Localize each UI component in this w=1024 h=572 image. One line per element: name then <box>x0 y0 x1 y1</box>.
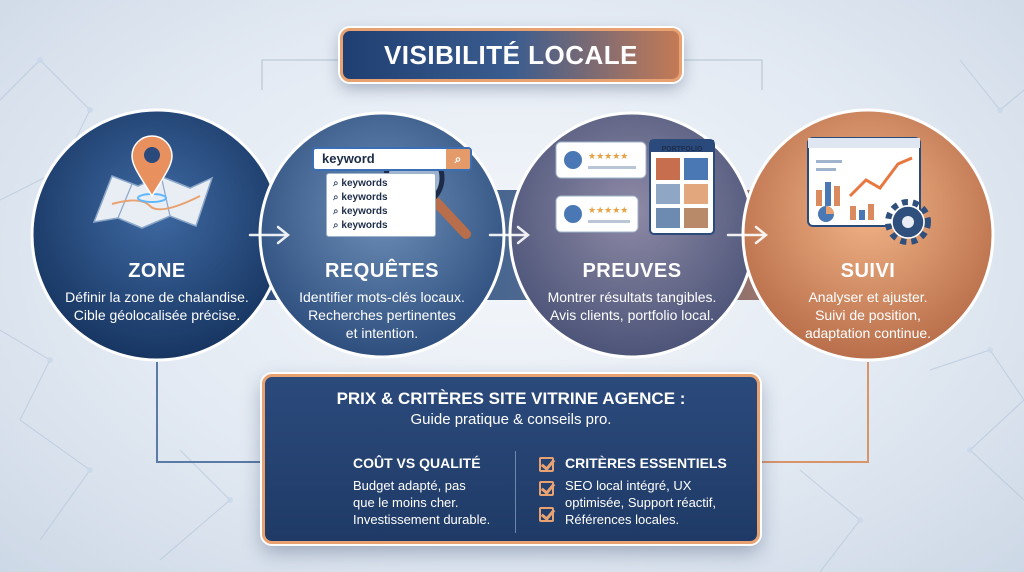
search-input: keyword ⌕ <box>312 147 472 171</box>
arrow-right-icon <box>488 225 531 245</box>
checkbox-icon <box>539 507 554 522</box>
cost-quality-text: Budget adapté, pas que le moins cher. In… <box>353 478 491 527</box>
panel-title: PRIX & CRITÈRES SITE VITRINE AGENCE : <box>336 389 686 408</box>
analytics-dashboard-icon <box>807 137 921 227</box>
review-card-icon: ★★★★★ <box>555 195 639 233</box>
gear-icon <box>885 199 931 245</box>
page-title: VISIBILITÉ LOCALE <box>383 39 639 70</box>
svg-text:★★★★★: ★★★★★ <box>588 206 628 216</box>
step-title-zone: ZONE <box>128 260 186 282</box>
step-text-requetes: Identifier mots-clés locaux. Recherches … <box>299 289 465 341</box>
suggestion-item: keywords <box>333 191 429 205</box>
review-card-icon: ★★★★★ <box>555 141 647 179</box>
panel-divider <box>515 451 516 533</box>
map-pin-icon <box>92 135 214 229</box>
pricing-panel: PRIX & CRITÈRES SITE VITRINE AGENCE : Gu… <box>262 374 760 544</box>
title-badge: VISIBILITÉ LOCALE <box>340 28 682 82</box>
cost-quality-heading: COÛT VS QUALITÉ <box>353 455 481 471</box>
checkbox-icon <box>539 457 554 472</box>
criteria-text: SEO local intégré, UX optimisée, Support… <box>565 478 717 527</box>
panel-subtitle: Guide pratique & conseils pro. <box>410 411 612 428</box>
step-text-preuves: Montrer résultats tangibles. Avis client… <box>547 289 717 323</box>
suggestion-item: keywords <box>333 177 429 191</box>
search-query: keyword <box>322 151 375 166</box>
step-title-requetes: REQUÊTES <box>324 260 440 282</box>
portfolio-icon <box>649 139 715 235</box>
svg-text:★★★★★: ★★★★★ <box>588 152 628 162</box>
step-title-suivi: SUIVI <box>840 260 896 282</box>
step-text-suivi: Analyser et ajuster. Suivi de position, … <box>804 289 932 341</box>
suggestion-list: keywords keywords keywords keywords <box>326 173 436 237</box>
step-title-preuves: PREUVES <box>582 260 682 282</box>
criteria-heading: CRITÈRES ESSENTIELS <box>565 455 727 471</box>
checkbox-icon <box>539 481 554 496</box>
portfolio-label: PORTFOLIO <box>661 146 703 153</box>
search-icon: ⌕ <box>446 149 470 169</box>
suggestion-item: keywords <box>333 219 429 233</box>
arrow-right-icon <box>726 225 769 245</box>
suggestion-item: keywords <box>333 205 429 219</box>
arrow-right-icon <box>248 225 291 245</box>
step-text-zone: Définir la zone de chalandise. Cible géo… <box>65 289 249 323</box>
